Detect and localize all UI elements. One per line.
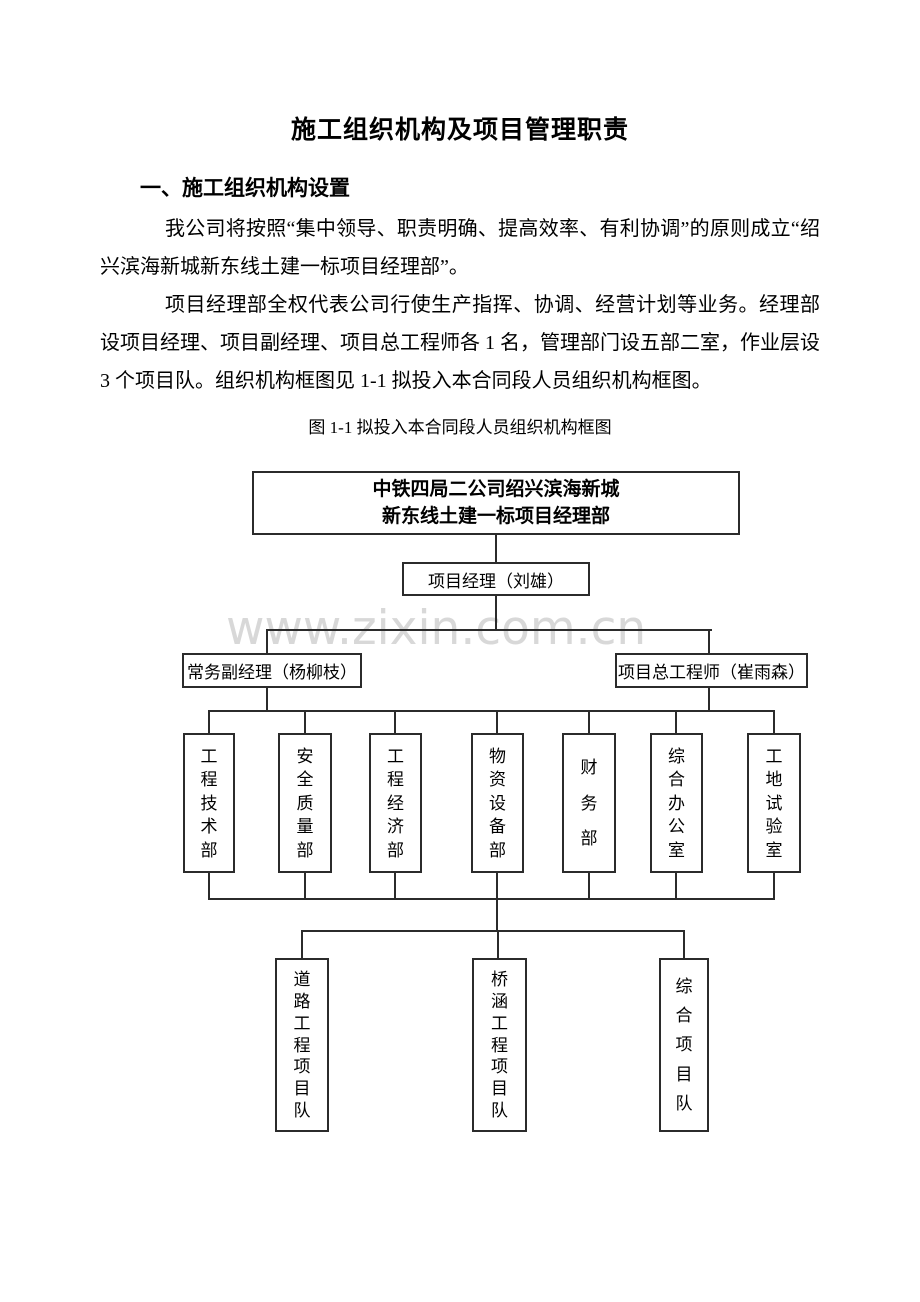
org-project-manager-box: 项目经理（刘雄） — [402, 562, 590, 596]
document-page: 施工组织机构及项目管理职责 一、施工组织机构设置 我公司将按照“集中领导、职责明… — [100, 0, 820, 440]
paragraph: 项目经理部全权代表公司行使生产指挥、协调、经营计划等业务。经理部设项目经理、项目… — [100, 294, 820, 392]
figure-caption: 图 1-1 拟投入本合同段人员组织机构框图 — [308, 418, 612, 437]
org-dept-box-6: 综合办公室 — [650, 733, 703, 873]
org-chief-engineer-box: 项目总工程师（崔雨森） — [615, 653, 808, 688]
connector-line — [304, 710, 306, 735]
connector-line — [496, 898, 498, 932]
connector-line — [773, 710, 775, 735]
connector-line — [773, 873, 775, 900]
org-root-line2: 新东线土建一标项目经理部 — [381, 506, 610, 527]
connector-line — [588, 873, 590, 900]
connector-line — [394, 710, 396, 735]
org-dept-box-1: 工程技术部 — [183, 733, 235, 873]
connector-line — [496, 873, 498, 900]
connector-line — [496, 710, 498, 735]
connector-line — [683, 930, 685, 958]
connector-line — [497, 930, 499, 958]
body-text: 我公司将按照“集中领导、职责明确、提高效率、有利协调”的原则成立“绍兴滨海新城新… — [100, 210, 820, 400]
org-team-box-1: 道路工程项目队 — [275, 958, 329, 1132]
connector-line — [708, 688, 710, 712]
org-dept-box-4: 物资设备部 — [471, 733, 524, 873]
org-dept-box-7: 工地试验室 — [747, 733, 801, 873]
org-chart: 中铁四局二公司绍兴滨海新城 新东线土建一标项目经理部 项目经理（刘雄） 常务副经… — [100, 455, 820, 1155]
connector-line — [394, 873, 396, 900]
org-team-box-2: 桥涵工程项目队 — [472, 958, 527, 1132]
connector-line — [301, 930, 303, 958]
connector-line — [208, 873, 210, 900]
org-root-box: 中铁四局二公司绍兴滨海新城 新东线土建一标项目经理部 — [252, 471, 740, 535]
document-title: 施工组织机构及项目管理职责 — [290, 116, 629, 144]
connector-line — [266, 688, 268, 712]
org-dept-box-3: 工程经济部 — [369, 733, 422, 873]
connector-line — [588, 710, 590, 735]
connector-line — [495, 535, 497, 562]
connector-line — [208, 898, 775, 900]
watermark: www.zixin.com.cn — [226, 601, 647, 656]
connector-line — [266, 629, 712, 631]
org-dept-box-5: 财务部 — [562, 733, 616, 873]
org-dept-box-2: 安全质量部 — [278, 733, 332, 873]
connector-line — [708, 629, 710, 653]
connector-line — [266, 629, 268, 653]
section-heading: 一、施工组织机构设置 — [140, 177, 350, 200]
paragraph: 我公司将按照“集中领导、职责明确、提高效率、有利协调”的原则成立“绍兴滨海新城新… — [100, 218, 820, 278]
org-root-line1: 中铁四局二公司绍兴滨海新城 — [372, 479, 620, 500]
connector-line — [208, 710, 210, 735]
org-team-box-3: 综合项目队 — [659, 958, 709, 1132]
connector-line — [208, 710, 775, 712]
connector-line — [495, 596, 497, 631]
connector-line — [304, 873, 306, 900]
connector-line — [675, 873, 677, 900]
connector-line — [675, 710, 677, 735]
org-deputy-manager-box: 常务副经理（杨柳枝） — [182, 653, 362, 688]
connector-line — [301, 930, 685, 932]
